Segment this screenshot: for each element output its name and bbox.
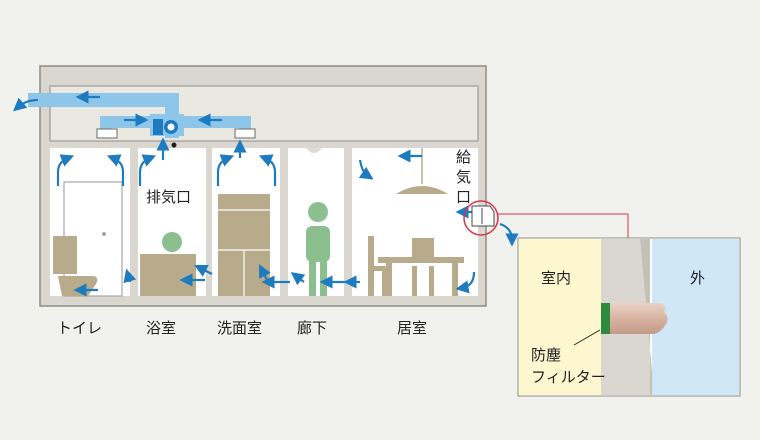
- supply-pipe: [604, 303, 668, 334]
- callout-circle: [463, 200, 499, 236]
- room-label-toilet: トイレ: [57, 319, 102, 337]
- ceiling-vent-washroom: [234, 128, 256, 139]
- dust-filter: [601, 303, 610, 334]
- room-label-washroom: 洗面室: [217, 319, 262, 337]
- detail-panel: [517, 237, 741, 397]
- ceiling-vent-toilet: [96, 128, 118, 139]
- fan-motor-icon: [153, 119, 163, 135]
- dining-table: [378, 257, 464, 263]
- duct-airflow-arrows: [13, 90, 222, 127]
- bathtub: [140, 254, 196, 296]
- room-toilet: [50, 148, 130, 297]
- supply-port-label-3: 口: [456, 188, 471, 206]
- filter-label-1: 防塵: [531, 346, 561, 364]
- indoor-area: [519, 239, 601, 395]
- filter-label-2: フィルター: [531, 368, 606, 386]
- room-label-living: 居室: [397, 319, 427, 337]
- room-washroom: [212, 148, 280, 296]
- exhaust-port-label: 排気口: [146, 188, 191, 206]
- pendant-lamp: [396, 186, 448, 194]
- callout-line: [498, 213, 629, 246]
- room-label-bathroom: 浴室: [146, 319, 176, 337]
- indoor-label: 室内: [541, 269, 571, 287]
- supply-port-label-2: 気: [456, 168, 471, 186]
- supply-port-label-1: 給: [456, 148, 471, 166]
- person-bathing: [162, 232, 182, 252]
- room-hallway: [288, 148, 344, 296]
- outdoor-label: 外: [690, 269, 705, 287]
- filter-pointer: [573, 329, 601, 346]
- toilet-tank: [53, 236, 77, 274]
- ceiling-light: [306, 148, 322, 153]
- room-label-hallway: 廊下: [297, 319, 327, 337]
- room-bathroom: [138, 148, 206, 296]
- supply-port: [463, 200, 499, 236]
- chair-right: [412, 238, 434, 258]
